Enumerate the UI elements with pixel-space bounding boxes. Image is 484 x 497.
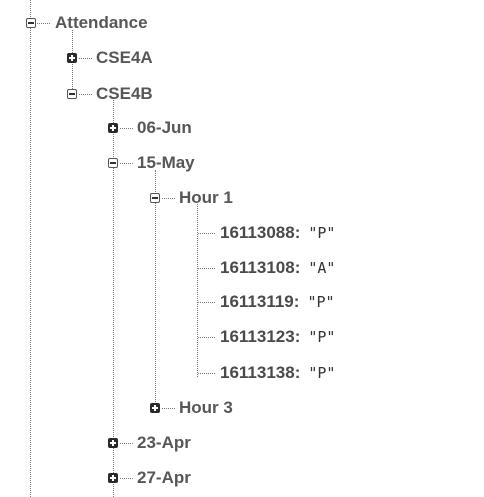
expand-icon[interactable]: [108, 123, 118, 133]
record-colon: :: [293, 292, 300, 311]
record-colon: :: [294, 223, 301, 242]
node-06-jun[interactable]: 06-Jun: [137, 118, 192, 137]
tree-guide-level3: [155, 170, 156, 408]
connector-hour-1: [162, 198, 175, 199]
record-row[interactable]: 16113123: "P": [220, 327, 335, 348]
expand-icon[interactable]: [108, 473, 118, 483]
record-value: "P": [308, 364, 336, 382]
record-row[interactable]: 16113119: "P": [220, 292, 335, 313]
connector-record-5: [198, 373, 215, 374]
collapse-icon[interactable]: [67, 89, 77, 99]
record-colon: :: [294, 258, 301, 277]
collapse-icon[interactable]: [108, 158, 118, 168]
collapse-icon[interactable]: [150, 193, 160, 203]
connector-record-3: [198, 302, 215, 303]
node-cse4a[interactable]: CSE4A: [96, 48, 153, 67]
record-key: 16113123: [220, 327, 295, 346]
connector-06-jun: [120, 128, 133, 129]
node-27-apr[interactable]: 27-Apr: [137, 468, 191, 487]
connector-23-apr: [120, 443, 133, 444]
expand-icon[interactable]: [150, 403, 160, 413]
tree-guide-level0: [30, 0, 31, 497]
connector-15-may: [120, 163, 133, 164]
record-key: 16113138: [220, 363, 295, 382]
node-23-apr[interactable]: 23-Apr: [137, 433, 191, 452]
record-row[interactable]: 16113108: "A": [220, 258, 335, 279]
tree-guide-level2: [113, 100, 114, 497]
record-colon: :: [294, 363, 301, 382]
connector-cse4b: [79, 94, 92, 95]
record-colon: :: [294, 327, 301, 346]
expand-icon[interactable]: [67, 53, 77, 63]
node-cse4b[interactable]: CSE4B: [96, 84, 153, 103]
expand-icon[interactable]: [108, 438, 118, 448]
connector-27-apr: [120, 478, 133, 479]
record-value: "A": [308, 259, 336, 277]
record-row[interactable]: 16113088: "P": [220, 223, 335, 244]
tree-guide-level4: [197, 204, 198, 377]
record-key: 16113119: [220, 292, 294, 311]
node-hour-3[interactable]: Hour 3: [179, 398, 233, 417]
record-key: 16113108: [220, 258, 295, 277]
node-attendance[interactable]: Attendance: [55, 13, 148, 32]
record-value: "P": [308, 328, 336, 346]
record-row[interactable]: 16113138: "P": [220, 363, 335, 384]
connector-root: [37, 23, 50, 24]
record-key: 16113088: [220, 223, 295, 242]
node-hour-1[interactable]: Hour 1: [179, 188, 233, 207]
collapse-icon[interactable]: [26, 18, 36, 28]
connector-hour-3: [162, 408, 175, 409]
connector-record-4: [198, 337, 215, 338]
connector-record-2: [198, 268, 215, 269]
node-15-may[interactable]: 15-May: [137, 153, 195, 172]
connector-record-1: [198, 233, 215, 234]
record-value: "P": [307, 293, 335, 311]
connector-cse4a: [79, 58, 92, 59]
record-value: "P": [308, 224, 336, 242]
